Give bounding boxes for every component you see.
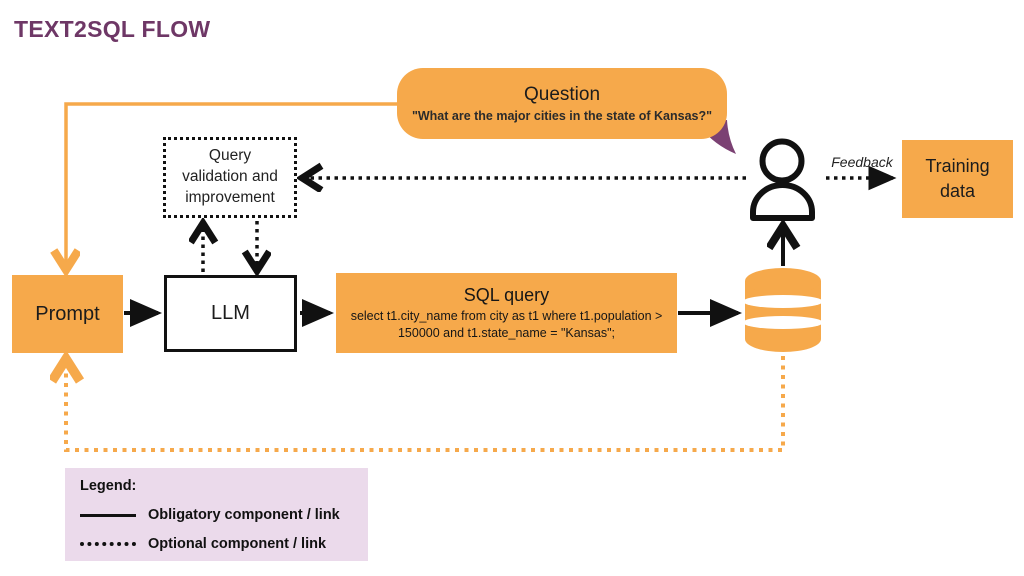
sql-query-title: SQL query xyxy=(463,284,550,305)
node-training-data: Training data xyxy=(902,140,1013,218)
solid-line-sample-icon xyxy=(80,513,136,517)
link-question-to-prompt xyxy=(66,102,397,268)
legend-row-optional: Optional component / link xyxy=(80,536,353,552)
page-title: TEXT2SQL FLOW xyxy=(14,16,211,42)
node-query-validation: Query validation and improvement xyxy=(163,137,297,218)
validation-line: improvement xyxy=(185,188,275,206)
node-sql-query: SQL query select t1.city_name from city … xyxy=(336,273,677,353)
feedback-label: Feedback xyxy=(831,154,893,170)
legend-row-obligatory: Obligatory component / link xyxy=(80,507,353,523)
link-database-to-prompt xyxy=(66,356,785,452)
legend-optional-label: Optional component / link xyxy=(148,536,327,552)
question-bubble-quote: "What are the major cities in the state … xyxy=(411,109,713,123)
database-icon xyxy=(743,268,823,352)
validation-line: validation and xyxy=(182,168,278,186)
question-bubble-title: Question xyxy=(523,84,601,105)
legend-panel: Legend: Obligatory component / link Opti… xyxy=(65,468,368,561)
legend-obligatory-label: Obligatory component / link xyxy=(148,507,340,523)
node-llm: LLM xyxy=(164,275,297,352)
person-icon xyxy=(750,138,815,221)
dotted-line-sample-icon xyxy=(80,542,136,546)
question-bubble: Question "What are the major cities in t… xyxy=(397,68,727,139)
legend-title: Legend: xyxy=(80,478,137,494)
validation-line: Query xyxy=(208,147,252,165)
sql-query-code: select t1.city_name from city as t1 wher… xyxy=(350,308,663,340)
node-prompt: Prompt xyxy=(12,275,123,353)
